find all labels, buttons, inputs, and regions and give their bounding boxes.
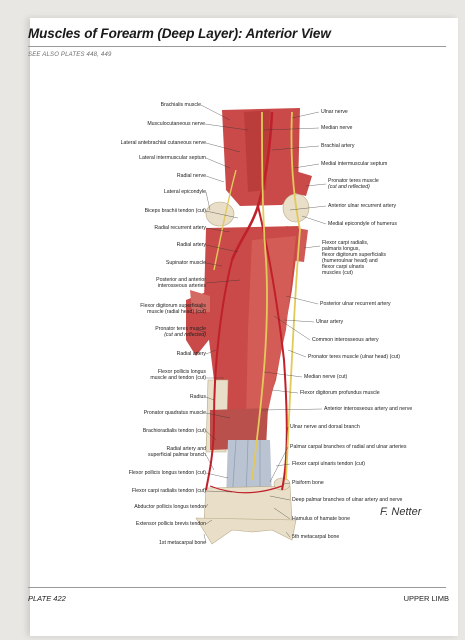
label-pronator-teres-right-1: Pronator teres muscle: [328, 178, 379, 184]
label-interosseous-arteries-1: Posterior and anterior: [156, 277, 206, 283]
flexor-digitorum-profundus: [246, 236, 296, 420]
label-pronator-teres-right-2: (cut and reflected): [328, 184, 370, 190]
radial-artery-path: [205, 259, 233, 491]
label-1st-metacarpal-bone: 1st metacarpal bone: [158, 540, 206, 546]
label-flexor-group-2: palmaris longus,: [322, 246, 360, 252]
label-common-interosseous-artery: Common interosseous artery: [312, 337, 379, 343]
label-radial-artery-lower: Radial artery: [176, 351, 206, 357]
label-median-nerve: Median nerve: [321, 125, 353, 131]
label-radial-artery-palmar-2: superficial palmar branch: [148, 452, 206, 458]
label-pisiform-bone: Pisiform bone: [292, 480, 324, 486]
header-rule: [28, 46, 446, 47]
section-name: UPPER LIMB: [403, 594, 449, 603]
label-pronator-teres-left-1: Pronator teres muscle: [155, 326, 206, 332]
flexor-tendons: [226, 440, 272, 500]
label-flexor-carpi-ulnaris-tendon: Flexor carpi ulnaris tendon (cut): [292, 461, 365, 467]
label-radial-nerve: Radial nerve: [176, 173, 206, 179]
label-flexor-group-5: flexor carpi ulnaris: [322, 264, 365, 270]
label-anterior-interosseous-artery-nerve: Anterior interosseous artery and nerve: [324, 406, 413, 412]
label-flexor-group-3: flexor digitorum superficialis: [322, 252, 387, 258]
label-medial-epicondyle: Medial epicondyle of humerus: [328, 221, 397, 227]
label-pronator-teres-left-2: (cut and reflected): [164, 332, 206, 338]
pronator-teres-flap-right: [290, 170, 312, 196]
label-posterior-ulnar-recurrent-artery: Posterior ulnar recurrent artery: [320, 301, 391, 307]
label-flexor-pollicis-longus-1: Flexor pollicis longus: [157, 369, 206, 375]
label-ulnar-artery: Ulnar artery: [316, 319, 344, 325]
palmar-arch: [209, 485, 283, 494]
radial-nerve-path: [213, 169, 237, 271]
label-flexor-pollicis-longus-2: muscle and tendon (cut): [150, 375, 206, 381]
label-lateral-epicondyle: Lateral epicondyle: [163, 189, 206, 195]
label-flexor-carpi-radialis-tendon: Flexor carpi radialis tendon (cut): [131, 488, 206, 494]
label-supinator-muscle: Supinator muscle: [165, 260, 206, 266]
label-flexor-pollicis-longus-tendon: Flexor pollicis longus tendon (cut): [128, 470, 206, 476]
brachial-artery: [230, 111, 274, 261]
page-title: Muscles of Forearm (Deep Layer): Anterio…: [28, 26, 331, 41]
label-5th-metacarpal-bone: 5th metacarpal bone: [292, 534, 340, 540]
label-abductor-pollicis-longus-tendon: Abductor pollicis longus tendon: [134, 504, 206, 510]
label-pronator-quadratus-muscle: Pronator quadratus muscle: [143, 410, 206, 416]
label-flexor-digitorum-profundus: Flexor digitorum profundus muscle: [300, 390, 380, 396]
label-fds-radial-head-2: muscle (radial head) (cut): [147, 309, 206, 315]
median-nerve-path: [251, 111, 268, 481]
label-ulnar-nerve: Ulnar nerve: [321, 109, 348, 115]
label-palmar-carpal-branches: Palmar carpal branches of radial and uln…: [290, 444, 407, 450]
label-musculocutaneous-nerve: Musculocutaneous nerve: [147, 121, 205, 127]
label-interosseous-arteries-2: interosseous arteries: [157, 283, 206, 289]
label-radial-recurrent-artery: Radial recurrent artery: [154, 225, 206, 231]
label-hamulus-of-hamate-bone: Hamulus of hamate bone: [292, 516, 350, 522]
artist-signature: F. Netter: [380, 506, 422, 518]
label-radial-artery-upper: Radial artery: [176, 242, 206, 248]
label-medial-intermuscular-septum: Medial intermuscular septum: [321, 161, 388, 167]
label-radius: Radius: [189, 394, 206, 400]
label-lateral-antebrachial-cutaneous-nerve: Lateral antebrachial cutaneous nerve: [120, 140, 206, 146]
label-ulnar-nerve-dorsal-branch: Ulnar nerve and dorsal branch: [290, 424, 360, 430]
plate-number: PLATE 422: [28, 594, 66, 603]
label-flexor-group-1: Flexor carpi radialis,: [322, 240, 369, 246]
label-brachial-artery: Brachial artery: [321, 143, 355, 149]
ulnar-nerve-path: [285, 111, 301, 481]
label-biceps-brachii-tendon: Biceps brachii tendon (cut): [144, 208, 206, 214]
label-extensor-pollicis-brevis-tendon: Extensor pollicis brevis tendon: [135, 521, 206, 527]
right-leader-lines: [261, 111, 327, 538]
see-also-note: SEE ALSO PLATES 448, 449: [28, 52, 112, 58]
biceps-region: [244, 110, 270, 192]
label-deep-palmar-branches: Deep palmar branches of ulnar artery and…: [292, 497, 403, 503]
footer-rule: [28, 587, 446, 588]
label-median-nerve-cut: Median nerve (cut): [304, 374, 348, 380]
label-brachioradialis-tendon: Brachioradialis tendon (cut): [142, 428, 206, 434]
label-brachialis-muscle: Brachialis muscle: [160, 102, 201, 108]
left-leader-lines: [195, 104, 249, 544]
label-flexor-group-6: muscles (cut): [322, 270, 353, 276]
pronator-quadratus: [210, 408, 268, 450]
label-flexor-group-4: (humeroulnar head) and: [322, 258, 378, 264]
label-fds-radial-head-1: Flexor digitorum superficialis: [140, 303, 206, 309]
label-anterior-ulnar-recurrent-artery: Anterior ulnar recurrent artery: [328, 203, 397, 209]
label-pronator-teres-ulnar-head: Pronator teres muscle (ulnar head) (cut): [308, 354, 400, 360]
label-radial-artery-palmar-1: Radial artery and: [166, 446, 206, 452]
fds-radial-head: [190, 290, 210, 312]
label-lateral-intermuscular-septum: Lateral intermuscular septum: [139, 155, 206, 161]
metacarpals: [195, 517, 297, 545]
